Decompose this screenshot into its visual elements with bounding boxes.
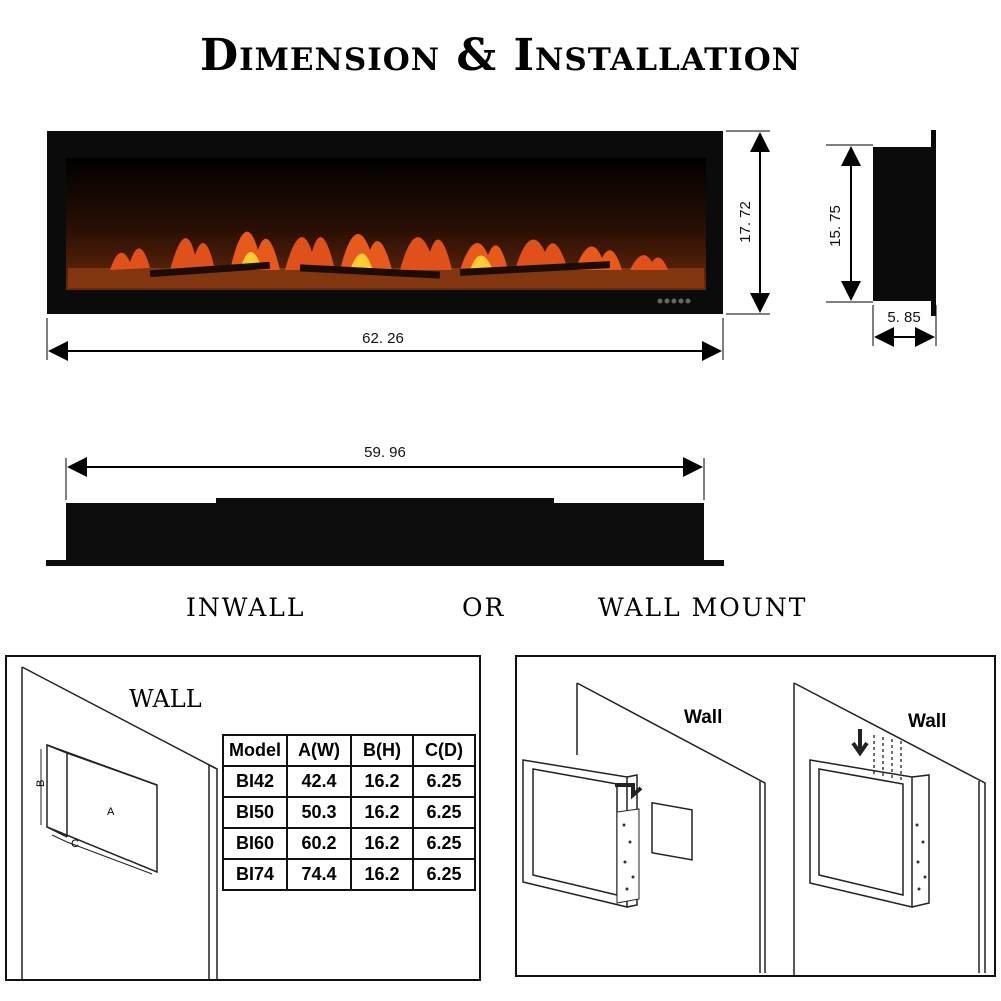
top-body xyxy=(66,503,704,560)
spec-cell: 16.2 xyxy=(350,796,414,829)
spec-cell: 50.3 xyxy=(286,796,352,829)
down-arrow-icon xyxy=(851,729,869,757)
spec-cell: BI42 xyxy=(222,765,288,798)
side-depth-label: 5. 85 xyxy=(887,309,920,326)
wall-mount-panel: Wall Wall xyxy=(515,655,996,977)
spec-header-c: C(D) xyxy=(412,734,476,767)
cutout-label-c: C xyxy=(71,838,79,850)
bracket-step-1 xyxy=(651,801,693,861)
side-view: 15. 75 5. 85 xyxy=(826,130,937,347)
inwall-illustration: WALL B A C xyxy=(21,666,218,979)
spec-cell: BI50 xyxy=(222,796,288,829)
spec-header-a: A(W) xyxy=(286,734,352,767)
front-width-label: 62. 26 xyxy=(362,330,404,347)
wall-mount-label: WALL MOUNT xyxy=(598,593,808,622)
spec-table: Model A(W) B(H) C(D) BI42 42.4 16.2 6.25… xyxy=(222,734,476,891)
screw-icons xyxy=(873,735,902,781)
spec-cell: 74.4 xyxy=(286,858,352,891)
wall-label-left: WALL xyxy=(129,685,202,713)
top-view: 59. 96 xyxy=(46,444,724,566)
side-flange xyxy=(931,130,936,316)
spec-cell: 6.25 xyxy=(412,765,476,798)
wall-label-step-2: Wall xyxy=(908,711,946,732)
page-title: Dimension & Installation xyxy=(199,30,802,81)
spec-cell: 42.4 xyxy=(286,765,352,798)
cutout-outline xyxy=(46,743,158,874)
spec-header-b: B(H) xyxy=(350,734,414,767)
spec-cell: 16.2 xyxy=(350,765,414,798)
spec-cell: 16.2 xyxy=(350,827,414,860)
table-row: BI60 60.2 16.2 6.25 xyxy=(222,827,476,860)
top-body-raised xyxy=(216,498,554,504)
side-body xyxy=(873,147,931,301)
logs xyxy=(149,261,611,279)
wall-step-1 xyxy=(576,682,766,973)
spec-table-header-row: Model A(W) B(H) C(D) xyxy=(222,734,476,767)
side-height-label: 15. 75 xyxy=(827,205,844,247)
top-width-label: 59. 96 xyxy=(364,444,406,461)
spec-cell: 6.25 xyxy=(412,858,476,891)
cutout-label-a: A xyxy=(107,806,115,818)
control-buttons xyxy=(657,298,691,304)
wall-step-2 xyxy=(793,682,986,975)
cutout-label-b: B xyxy=(35,780,47,787)
front-view: 62. 26 17. 72 xyxy=(46,130,770,361)
or-label: OR xyxy=(462,593,506,622)
flames xyxy=(110,231,668,270)
wall-mount-illustration: Wall Wall xyxy=(522,682,986,975)
ember-bed xyxy=(68,268,704,288)
spec-cell: 6.25 xyxy=(412,796,476,829)
spec-cell: BI74 xyxy=(222,858,288,891)
top-flange xyxy=(46,560,724,566)
spec-cell: 60.2 xyxy=(286,827,352,860)
front-height-label: 17. 72 xyxy=(737,201,754,243)
product-dimension-diagram: 62. 26 17. 72 15. 75 5. 85 59. 96 xyxy=(46,130,937,566)
table-row: BI50 50.3 16.2 6.25 xyxy=(222,796,476,829)
move-arrow-icon xyxy=(615,783,643,800)
spec-cell: 6.25 xyxy=(412,827,476,860)
insert-side-1 xyxy=(616,808,640,904)
spec-header-model: Model xyxy=(222,734,288,767)
wall-label-step-1: Wall xyxy=(684,707,722,728)
table-row: BI74 74.4 16.2 6.25 xyxy=(222,858,476,891)
table-row: BI42 42.4 16.2 6.25 xyxy=(222,765,476,798)
spec-cell: BI60 xyxy=(222,827,288,860)
inwall-label: INWALL xyxy=(186,593,306,622)
spec-cell: 16.2 xyxy=(350,858,414,891)
wall-face xyxy=(21,666,218,979)
